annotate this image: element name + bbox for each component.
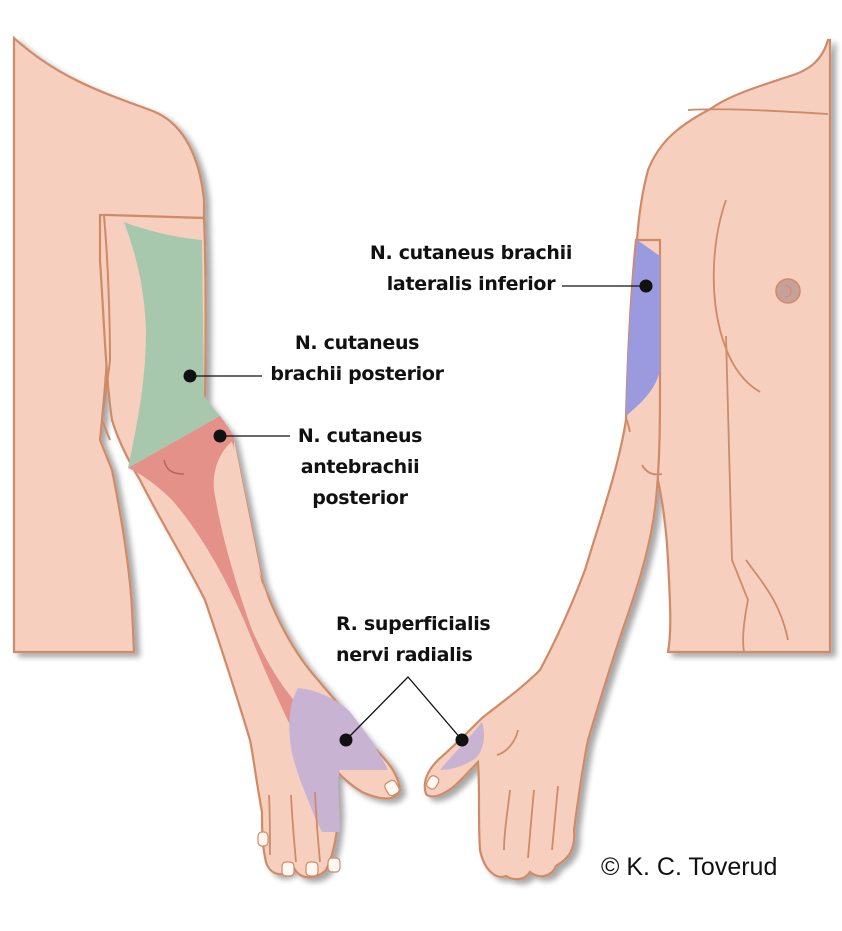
area-superficialis-left-hand [289, 688, 388, 832]
area-brachii-posterior [124, 222, 220, 468]
left-hand-finger-lines [268, 791, 321, 863]
copyright-notice: © K. C. Toverud [601, 853, 778, 881]
right-figure [423, 38, 832, 881]
left-arm-crease-line [100, 215, 112, 441]
label-line: lateralis inferior [386, 273, 556, 295]
right-torso [634, 38, 832, 654]
right-thumb-nail [426, 775, 440, 790]
dot-superficialis-left [339, 733, 353, 747]
left-elbow-crease [163, 459, 185, 475]
label-line: nervi radialis [336, 644, 473, 666]
nipple-icon [775, 278, 801, 304]
left-arm [98, 213, 402, 879]
label-line: brachii posterior [270, 363, 444, 385]
dot-antebrachii-posterior [213, 429, 227, 443]
right-arm [423, 238, 662, 881]
label-line: R. superficialis [336, 613, 491, 635]
right-arm-detail-lines [496, 108, 829, 859]
label-line: posterior [312, 487, 408, 509]
label-line: N. cutaneus [294, 332, 420, 354]
label-antebrachii-posterior: N. cutaneus antebrachii posterior [290, 421, 430, 514]
area-antebrachii-posterior [128, 416, 298, 725]
label-line: N. cutaneus brachii [369, 242, 573, 264]
label-superficialis-radialis: R. superficialis nervi radialis [336, 609, 512, 671]
dot-brachii-lateralis-inferior [639, 279, 653, 293]
label-brachii-posterior: N. cutaneus brachii posterior [262, 328, 452, 390]
dot-brachii-posterior [183, 369, 197, 383]
label-line: N. cutaneus [297, 425, 423, 447]
dot-superficialis-right [455, 733, 469, 747]
label-brachii-lateralis-inferior: N. cutaneus brachii lateralis inferior [358, 238, 584, 300]
label-line: antebrachii [300, 456, 420, 478]
leader-superficialis-radialis [345, 676, 463, 741]
leader-lines [190, 285, 646, 741]
marker-dots [183, 279, 653, 747]
left-hand-nails [257, 779, 400, 877]
